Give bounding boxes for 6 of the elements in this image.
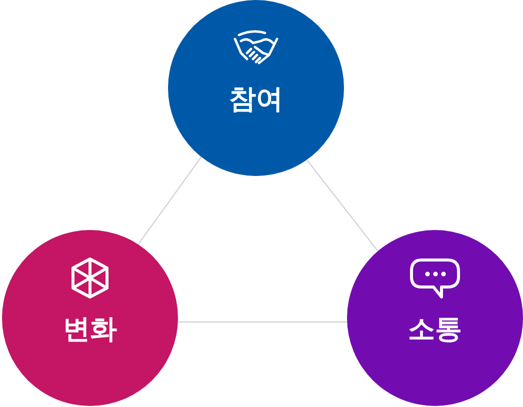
connector-line <box>178 321 347 323</box>
node-label: 참여 <box>229 84 283 116</box>
node-label: 변화 <box>63 314 117 346</box>
node-label: 소통 <box>408 314 462 346</box>
connector-line <box>138 156 202 245</box>
connector-line <box>306 160 378 252</box>
